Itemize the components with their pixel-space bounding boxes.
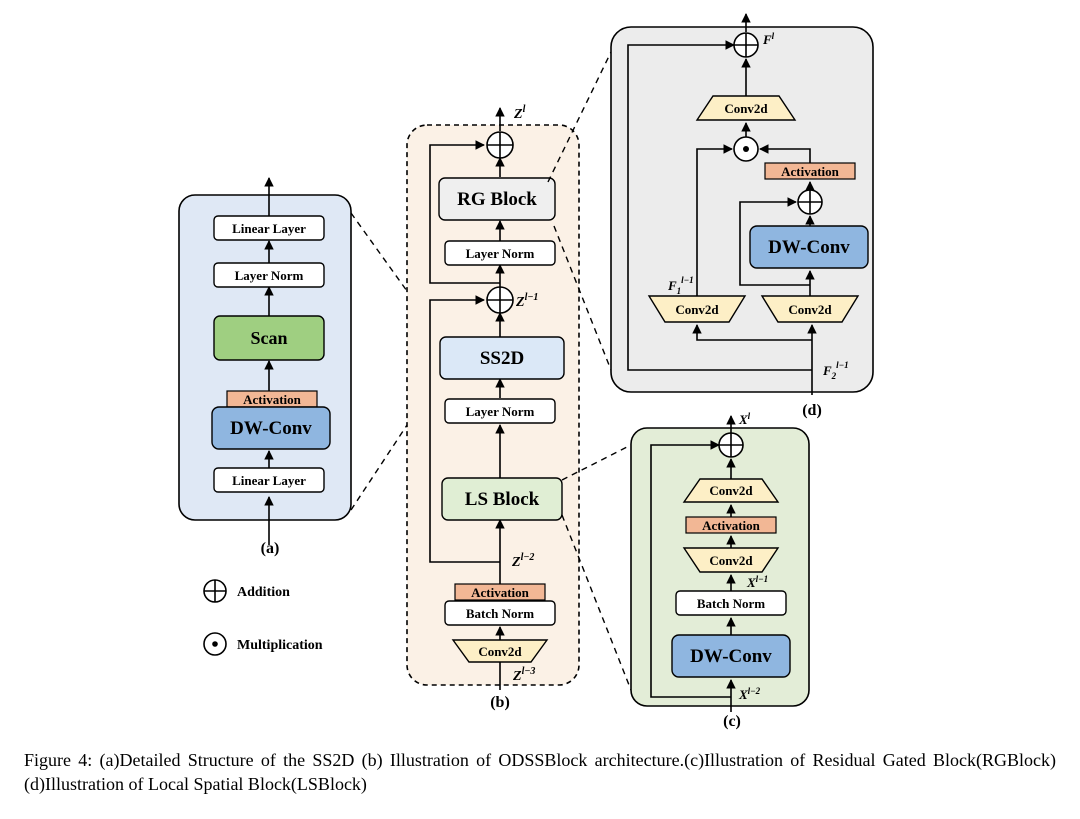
x-l1-label: Xl−1 <box>746 574 768 590</box>
conv2d-left-trapezoid <box>647 295 747 323</box>
legend: Addition Multiplication <box>203 579 323 656</box>
ls-block-box <box>441 477 563 521</box>
dwconv-label: DW-Conv <box>690 646 772 667</box>
activation-label: Activation <box>243 392 302 407</box>
conv2d-bottom-label: Conv2d <box>709 553 753 568</box>
legend-addition-label: Addition <box>237 585 290 600</box>
layer-norm-top-label: Layer Norm <box>466 246 535 261</box>
ss2d-label: SS2D <box>480 348 524 369</box>
panel-d: Fl Conv2d Activation DW-Conv Conv2d <box>610 13 874 419</box>
z-l2-label: Zl−2 <box>511 552 534 570</box>
conv2d-top-label: Conv2d <box>709 483 753 498</box>
conv2d-top-trapezoid <box>695 95 797 121</box>
linear-layer-top-label: Linear Layer <box>232 221 306 236</box>
conv2d-label: Conv2d <box>478 644 522 659</box>
panel-c-label: (c) <box>723 713 741 730</box>
activation-label: Activation <box>471 585 530 600</box>
activation-label: Activation <box>702 518 761 533</box>
layer-norm-mid-label: Layer Norm <box>466 404 535 419</box>
ss2d-box <box>439 336 565 380</box>
layer-norm-mid-box <box>444 398 556 424</box>
layer-norm-box <box>213 262 325 288</box>
f1-label: F1l−1 <box>667 275 694 296</box>
activation-box <box>454 583 546 601</box>
conv2d-top-label: Conv2d <box>724 101 768 116</box>
linear-layer-top-box <box>213 215 325 241</box>
z-l1-label: Zl−1 <box>515 292 538 310</box>
addition-icon <box>486 131 514 159</box>
layer-norm-top-box <box>444 240 556 266</box>
panel-d-background <box>610 26 874 393</box>
addition-icon <box>486 286 514 314</box>
dwconv-label: DW-Conv <box>230 418 312 439</box>
layer-norm-label: Layer Norm <box>235 268 304 283</box>
dwconv-label: DW-Conv <box>768 237 850 258</box>
f2-label: F2l−1 <box>822 360 849 381</box>
linear-layer-bottom-box <box>213 467 325 493</box>
batch-norm-box <box>675 590 787 616</box>
f-l-label: Fl <box>762 31 775 47</box>
batch-norm-label: Batch Norm <box>697 596 765 611</box>
rg-block-label: RG Block <box>457 189 537 210</box>
scan-label: Scan <box>250 328 287 348</box>
panel-a: Linear Layer Layer Norm Scan Activation … <box>178 177 352 557</box>
activation-box <box>764 162 856 180</box>
conv2d-trapezoid <box>451 639 549 663</box>
dwconv-box <box>671 634 791 678</box>
scan-box <box>213 315 325 361</box>
linear-layer-bottom-label: Linear Layer <box>232 473 306 488</box>
panel-c: Xl Conv2d Activation Conv2d Xl−1 Batch N… <box>630 411 810 730</box>
multiplication-icon <box>203 632 227 656</box>
panel-b: Zl RG Block Layer Norm Zl−1 SS2D Layer N… <box>406 104 580 711</box>
conv2d-right-label: Conv2d <box>788 302 832 317</box>
architecture-diagram: Linear Layer Layer Norm Scan Activation … <box>178 13 874 730</box>
legend-multiplication-label: Multiplication <box>237 638 323 653</box>
conv2d-right-trapezoid <box>760 295 860 323</box>
activation-box <box>685 516 777 534</box>
dwconv-box <box>211 406 331 450</box>
rg-block-box <box>438 177 556 221</box>
figure-caption: Figure 4: (a)Detailed Structure of the S… <box>24 750 1056 794</box>
batch-norm-box <box>444 600 556 626</box>
conv2d-left-label: Conv2d <box>675 302 719 317</box>
addition-icon <box>797 189 823 215</box>
panel-a-label: (a) <box>261 540 280 557</box>
multiplication-icon <box>733 136 759 162</box>
dwconv-box <box>749 225 869 269</box>
batch-norm-label: Batch Norm <box>466 606 534 621</box>
activation-label: Activation <box>781 164 840 179</box>
addition-icon <box>203 579 227 603</box>
z-l3-label: Zl−3 <box>512 666 535 684</box>
ls-block-label: LS Block <box>465 489 540 510</box>
x-l2-label: Xl−2 <box>738 686 761 702</box>
panel-d-label: (d) <box>802 402 822 419</box>
addition-icon <box>733 32 759 58</box>
conv2d-top-trapezoid <box>682 478 780 503</box>
panel-b-label: (b) <box>490 694 510 711</box>
x-l-label: Xl <box>738 411 751 427</box>
addition-icon <box>718 432 744 458</box>
z-l-label: Zl <box>513 104 526 122</box>
conv2d-bottom-trapezoid <box>682 547 780 573</box>
